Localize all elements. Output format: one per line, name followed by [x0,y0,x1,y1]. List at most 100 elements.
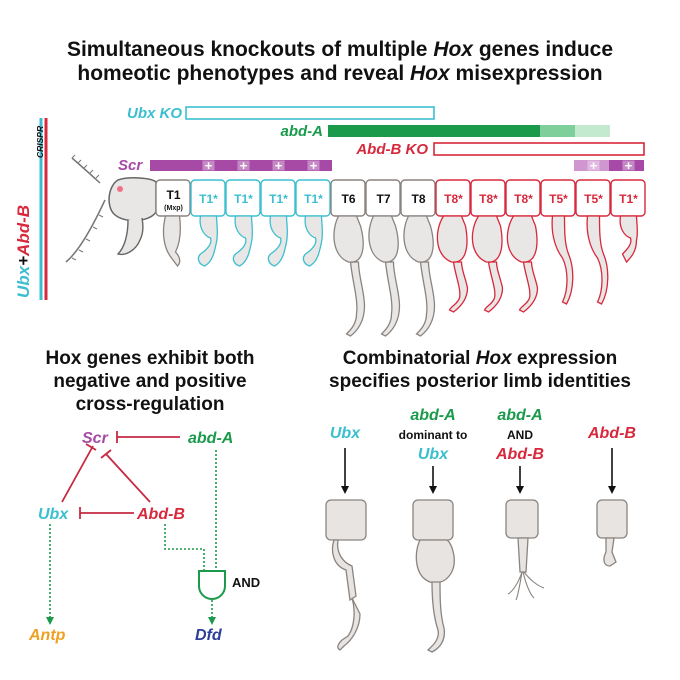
scr-bar-weak [574,160,609,171]
scr-plus-sign-4: + [310,158,318,173]
and-gate-icon [198,570,226,600]
leg-4 [267,215,289,267]
scr-plus-sign-2: + [240,158,248,173]
eye-icon [117,186,123,192]
reg-antp: Antp [28,627,66,644]
reg-scr: Scr [82,430,109,447]
abd-a-label: abd-A [281,123,324,140]
col3-fan-ray-4 [523,571,545,589]
col1-leg-distal [337,597,361,651]
col3-gene2: Abd-B [495,446,544,463]
ubx-ko-bar [185,106,435,120]
edge-abdb-inhibits-scr-bar [100,449,112,459]
scr-plus-box-3 [272,160,285,171]
scr-plus-box-4 [307,160,320,171]
segment-label-11: T8* [514,192,533,206]
side-label-text: Ubx+Abd-B [14,205,33,298]
scr-plus-sign-5: + [590,158,598,173]
col3-gene: abd-A [497,407,542,424]
col2-middle: dominant to [399,428,468,442]
segment-label-13: T5* [584,192,603,206]
segment-label-12: T5* [549,192,568,206]
combinatorial-title-line2: specifies posterior limb identities [329,371,631,392]
regulation-title-line2: negative and positive [53,371,246,392]
combinatorial-title-line1: Combinatorial Hox expression [343,348,618,369]
leg-2 [197,215,219,267]
combo-arrowhead-4 [608,486,616,494]
arrowhead-antp [46,617,54,625]
scr-plus-sign-3: + [275,158,283,173]
abd-a-bar-weak [575,125,610,137]
figure-title-line1: Simultaneous knockouts of multiple Hox g… [67,38,613,61]
leg-10 [471,215,504,313]
col3-fan-ray-2 [515,571,523,601]
edge-ubx-inhibits-scr-bar [85,443,97,451]
col2-leg-bulb [415,539,455,584]
combinatorial-panel: Combinatorial Hox expression specifies p… [325,348,636,653]
abd-b-ko-bar [433,142,645,156]
regulation-title-line1: Hox genes exhibit both [45,348,254,369]
abd-a-bar-medium [540,125,575,137]
ubx-ko-label: Ubx KO [127,105,182,122]
col3-middle: AND [507,428,533,442]
antenna-lower [65,199,106,263]
leg-14 [619,215,639,264]
scr-plus-box-1 [202,160,215,171]
side-label: Ubx+Abd-B CRISPR [14,118,48,300]
segment-label-1: T1 [166,188,180,202]
head-and-antennae [65,154,157,263]
arrowhead-dfd [208,617,216,625]
mouthpart [116,217,144,256]
combo-arrowhead-1 [341,486,349,494]
col3-fan [507,571,545,601]
col2-leg-distal [426,581,446,653]
col2-gene2: Ubx [418,446,449,463]
regulation-panel: Hox genes exhibit both negative and posi… [28,348,260,644]
figure-title-line2: homeotic phenotypes and reveal Hox misex… [77,62,602,85]
col1-gene: Ubx [330,425,361,442]
segment-label-5: T1* [304,192,323,206]
reg-abd-b: Abd-B [136,506,185,523]
col2-coxa [412,499,454,541]
segment-label-6: T6 [341,192,355,206]
segment-label-8: T8 [411,192,425,206]
antenna-lower-segments [71,214,104,261]
leg-6 [333,215,366,337]
col3-fan-ray-1 [507,571,523,595]
col4-gene: Abd-B [587,425,636,442]
scr-plus-box-2 [237,160,250,171]
leg-3 [232,215,254,267]
segment-label-14: T1* [619,192,638,206]
segment-sublabel-1: (Mxp) [164,205,183,212]
scr-plus-box-6 [622,160,635,171]
crispr-label: CRISPR [35,125,45,158]
abd-a-bar-strong [328,125,540,137]
scr-plus-box-5 [587,160,600,171]
col1-coxa [325,499,367,541]
thoracic-legs [162,215,639,337]
col1-leg-proximal [331,539,357,602]
col4-coxa [596,499,628,539]
antenna-upper [71,157,101,184]
col3-fan-ray-3 [522,571,535,599]
regulation-title-line3: cross-regulation [76,394,225,415]
leg-9 [436,215,469,313]
reg-dfd: Dfd [195,627,223,644]
col3-leg-stem [517,537,529,573]
col3-coxa [505,499,539,539]
expression-bars: Ubx KO abd-A Abd-B KO Scr + + + + + + [118,105,645,174]
col2-gene: abd-A [410,407,455,424]
combo-arrowhead-2 [429,486,437,494]
leg-12 [551,215,574,305]
reg-and: AND [232,575,260,590]
segment-label-3: T1* [234,192,253,206]
scr-label: Scr [118,157,143,174]
antenna-upper-segments [71,154,100,179]
abd-b-ko-label: Abd-B KO [355,141,428,158]
segment-label-4: T1* [269,192,288,206]
scr-plus-sign-1: + [205,158,213,173]
scr-plus-sign-6: + [625,158,633,173]
edge-ubx-inhibits-scr [61,445,94,503]
